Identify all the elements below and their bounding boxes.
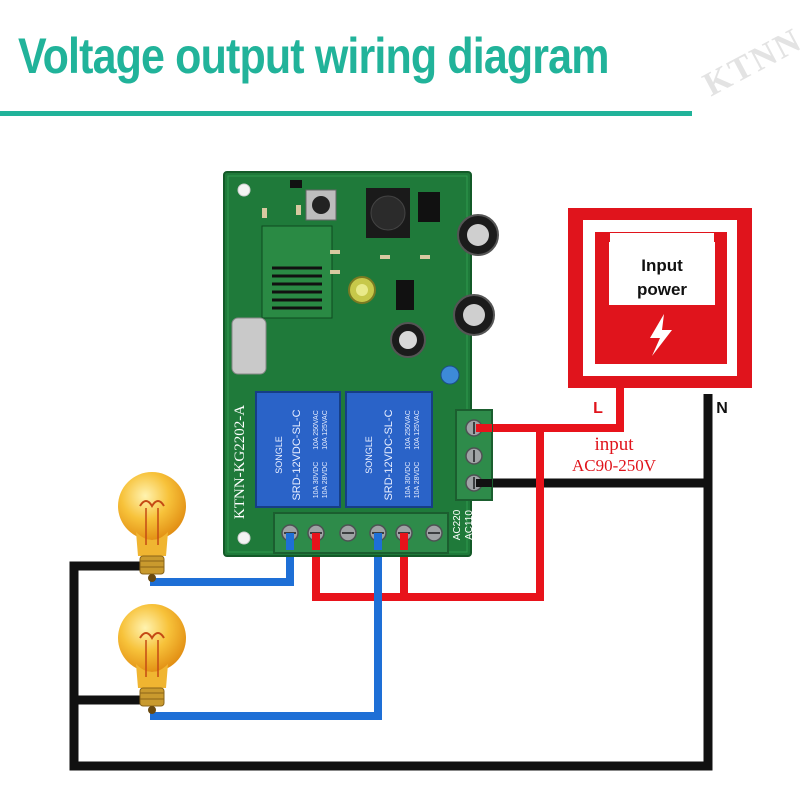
neutral-wires: [69, 394, 713, 771]
relay-1-rating: 10A 125VAC: [322, 410, 329, 450]
relay-2-model: SRD-12VDC-SL-C: [383, 409, 395, 500]
relay-1-rating: 10A 250VAC: [313, 410, 320, 450]
relay-2-rating: 10A 250VAC: [405, 410, 412, 450]
terminal-label-ac220: AC220: [452, 509, 463, 540]
capacitor-small: [348, 276, 376, 304]
terminal-label-ac110: AC110: [464, 510, 475, 540]
relay-2-brand: SONGLE: [364, 436, 374, 474]
relay-1-rating: 10A 30VDC: [313, 462, 320, 499]
ic-chip: [396, 280, 414, 310]
live-wire-to-relays: [312, 428, 544, 601]
lamp-2: [118, 604, 186, 714]
relay-2-rating: 10A 30VDC: [405, 462, 412, 499]
terminal-l-label: L: [593, 400, 603, 417]
power-box-line1: Input: [641, 256, 683, 275]
relay-1: SRD-12VDC-SL-C SONGLE 10A 250VAC 10A 125…: [255, 391, 341, 508]
relay-2: SRD-12VDC-SL-C SONGLE 10A 250VAC 10A 125…: [345, 391, 433, 508]
input-label: input: [594, 434, 634, 455]
capacitor-large: [453, 294, 495, 336]
mounting-hole: [237, 183, 251, 197]
terminal-label-in: IN: [482, 515, 493, 525]
lightning-icon: [650, 314, 672, 356]
ic-chip: [418, 192, 440, 222]
board-model-label: KTNN-KG2202-A: [232, 405, 248, 519]
relay-1-rating: 10A 28VDC: [322, 462, 329, 499]
relay-2-rating: 10A 28VDC: [414, 462, 421, 499]
input-power-box: Input power: [568, 208, 752, 388]
rf-module: [261, 225, 333, 319]
neutral-wire-main: [69, 394, 713, 771]
mounting-hole: [237, 531, 251, 545]
relay-1-brand: SONGLE: [274, 436, 284, 474]
live-wire-feed: [476, 385, 624, 432]
relay-1-model: SRD-12VDC-SL-C: [291, 409, 303, 500]
page-title: Voltage output wiring diagram: [18, 28, 609, 84]
title-underline: [0, 111, 692, 116]
blue-capacitor: [440, 365, 460, 385]
output-terminal-block: [273, 512, 449, 554]
load-wires: [150, 532, 382, 720]
crystal: [231, 317, 267, 375]
relay-2-rating: 10A 125VAC: [414, 410, 421, 450]
power-box-line2: power: [637, 280, 687, 299]
load-wire-lamp2: [150, 532, 382, 720]
lamp-1: [118, 472, 186, 582]
input-voltage-label: AC90-250V: [572, 456, 657, 475]
ic-chip: [290, 180, 302, 188]
capacitor-large: [457, 214, 499, 256]
terminal-n-label: N: [716, 400, 728, 417]
capacitor-small: [390, 322, 426, 358]
